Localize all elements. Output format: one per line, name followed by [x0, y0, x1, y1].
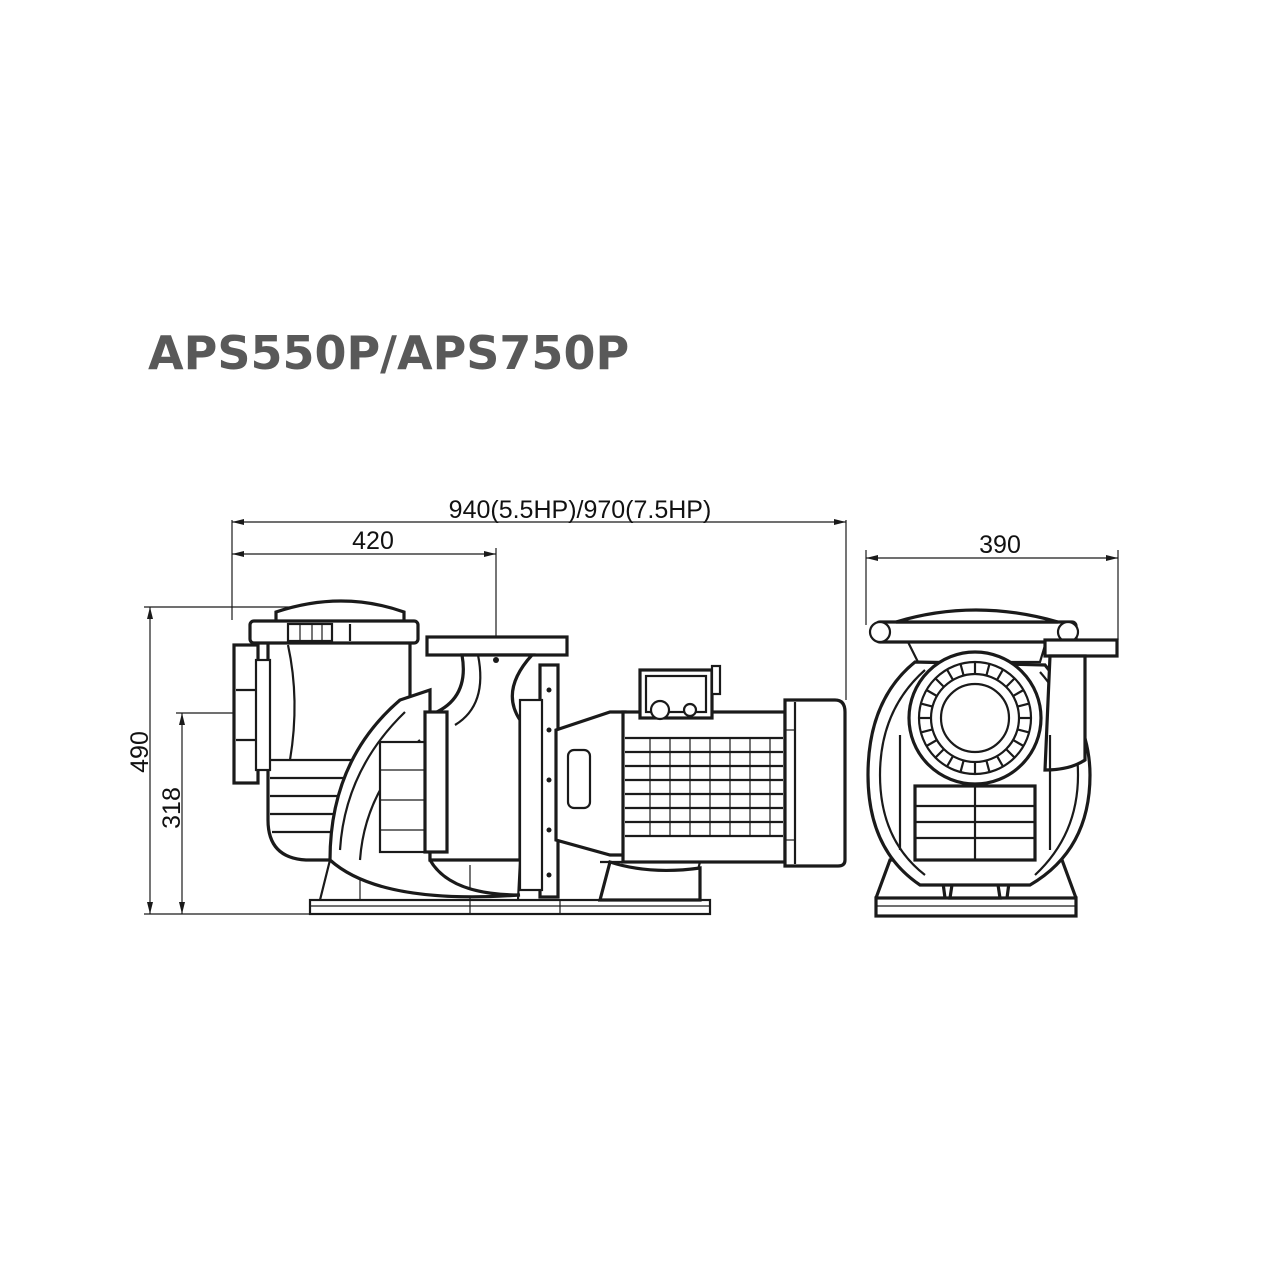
basket-segment	[959, 760, 965, 773]
end-lid	[868, 608, 1080, 664]
width-label: 390	[979, 531, 1021, 559]
basket-segment	[959, 663, 965, 676]
model-title: APS550P/APS750P	[148, 326, 629, 380]
basket-segment	[1017, 702, 1030, 708]
basket-segment	[1012, 739, 1025, 747]
basket-segment	[920, 728, 933, 734]
dimension-overall-length: 940(5.5HP)/970(7.5HP)	[231, 496, 847, 700]
basket-segment	[1005, 677, 1016, 688]
basket-segment	[985, 663, 991, 676]
basket-segment	[946, 755, 954, 768]
dimension-height: 490	[126, 606, 310, 915]
inlet-flange	[232, 643, 272, 785]
motor	[597, 664, 847, 902]
outlet-riser	[425, 635, 569, 862]
pump-end-view	[866, 608, 1119, 918]
motor-bracket	[423, 663, 627, 899]
basket-segment	[1005, 748, 1016, 759]
basket-segment	[934, 748, 945, 759]
basket-segment	[925, 689, 938, 697]
dimension-inlet-height: 318	[158, 712, 236, 914]
basket-segment	[985, 760, 991, 773]
height-label: 490	[126, 731, 154, 773]
basket-segment	[996, 755, 1004, 768]
end-outlet	[1043, 638, 1119, 772]
overall-length-label: 940(5.5HP)/970(7.5HP)	[449, 496, 712, 524]
basket-segment	[1012, 689, 1025, 697]
dimension-width: 390	[865, 531, 1119, 640]
inlet-offset-label: 420	[352, 527, 394, 555]
basket-segment	[1017, 728, 1030, 734]
basket-segment	[996, 668, 1004, 681]
strainer-basket-ring	[907, 650, 1043, 786]
dimension-inlet-offset: 420	[232, 527, 497, 636]
end-body-ribs	[898, 735, 1052, 862]
pump-side-view	[232, 599, 847, 916]
basket-segment	[946, 668, 954, 681]
basket-segment	[920, 702, 933, 708]
basket-segment	[934, 677, 945, 688]
basket-segment	[925, 739, 938, 747]
inlet-height-label: 318	[158, 787, 186, 829]
motor-cooling-fins	[625, 736, 783, 838]
